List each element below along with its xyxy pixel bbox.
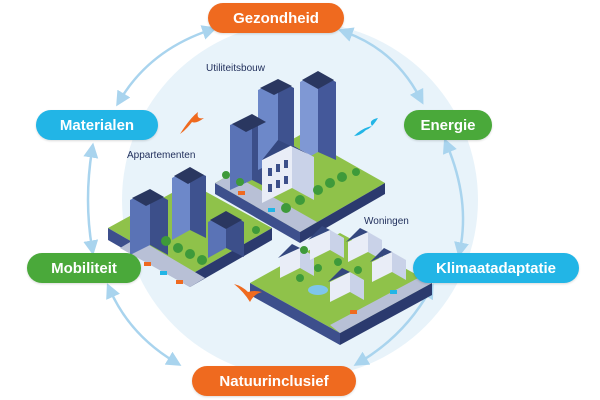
tree-icon [222, 168, 360, 213]
bird-icon [354, 118, 378, 136]
car-icon [350, 290, 397, 314]
arrow-materialen-gezondheid [116, 25, 218, 107]
house-row [278, 226, 406, 302]
block-woningen [250, 226, 432, 345]
label-utiliteitsbouw: Utiliteitsbouw [206, 63, 265, 74]
arrow-klimaatadaptatie-natuurinclusief [353, 283, 434, 366]
arrow-mobiliteit-materialen [83, 142, 99, 256]
block-utiliteitsbouw [215, 71, 385, 243]
car-icon [238, 191, 275, 212]
pill-mobiliteit[interactable]: Mobiliteit [27, 253, 141, 283]
pond [308, 285, 328, 295]
pill-energie[interactable]: Energie [404, 110, 492, 140]
arrow-gezondheid-energie [337, 27, 424, 105]
label-woningen: Woningen [364, 216, 409, 227]
label-appartementen: Appartementen [127, 150, 196, 161]
pill-natuurinclusief[interactable]: Natuurinclusief [192, 366, 356, 396]
tree-icon [161, 226, 260, 265]
pill-materialen[interactable]: Materialen [36, 110, 158, 140]
bird-icon [180, 112, 204, 134]
car-icon [144, 262, 183, 284]
arrow-natuurinclusief-mobiliteit [106, 283, 182, 366]
pill-gezondheid[interactable]: Gezondheid [208, 3, 344, 33]
tree-icon [296, 246, 362, 282]
bird-icon [234, 284, 262, 302]
pill-klimaatadaptatie[interactable]: Klimaatadaptatie [413, 253, 579, 283]
arrow-energie-klimaatadaptatie [442, 138, 469, 258]
cycle-arrows [83, 25, 469, 366]
block-appartementen [108, 167, 272, 287]
